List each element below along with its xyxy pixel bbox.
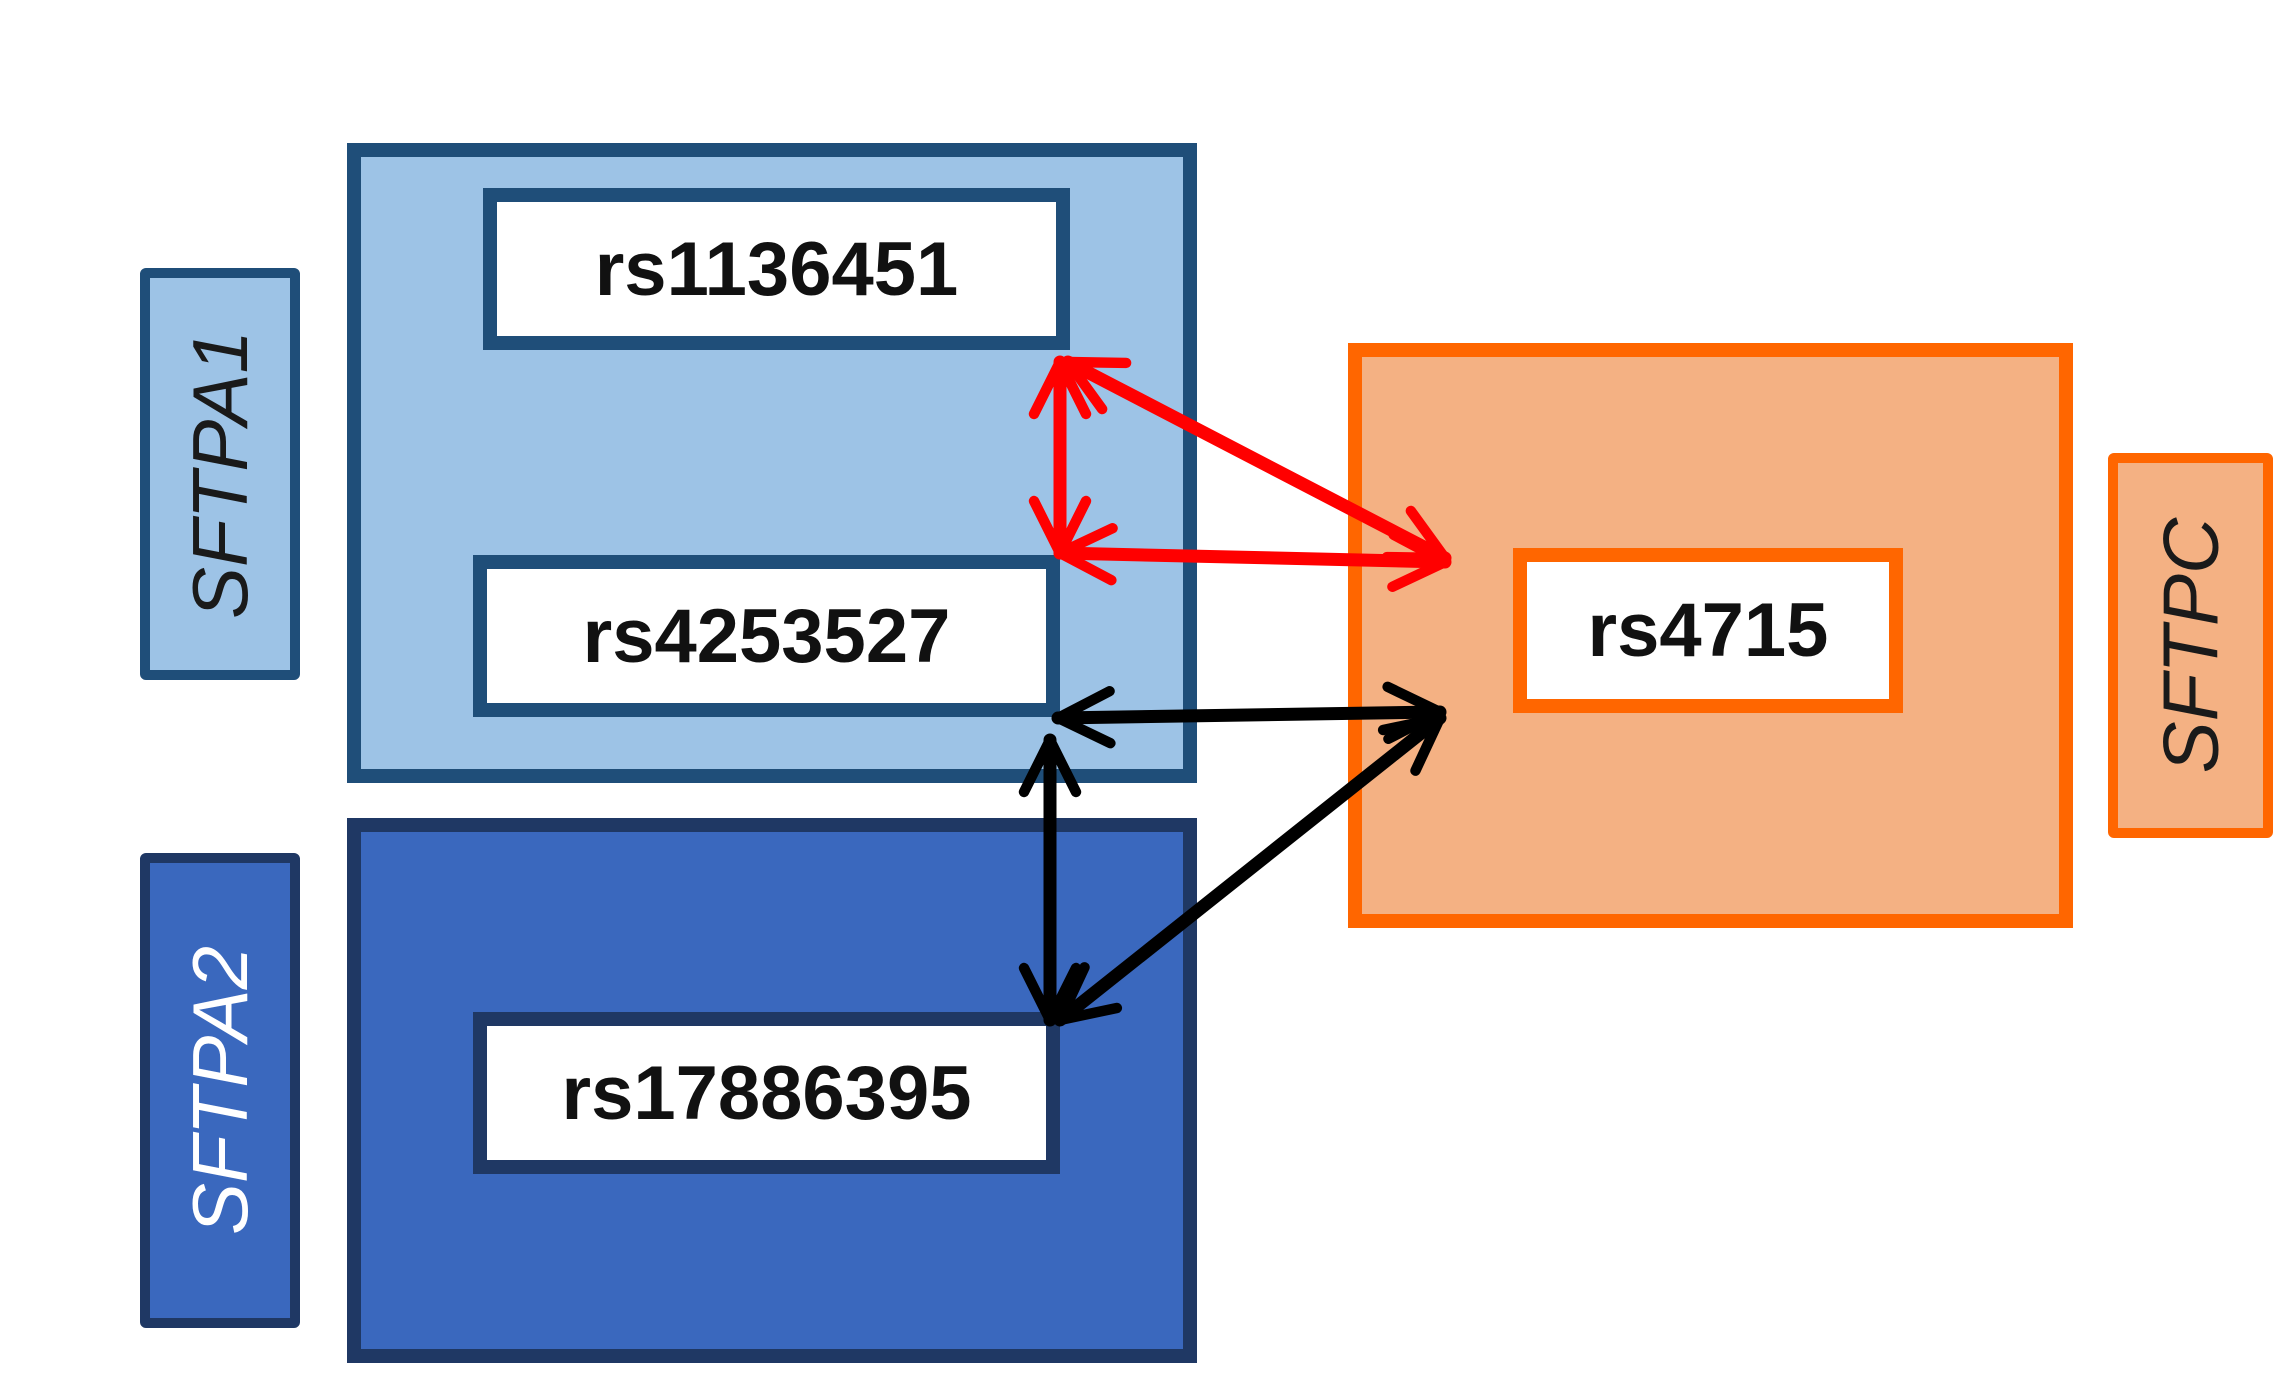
snp-rs4253527: rs4253527 — [473, 555, 1060, 717]
sftpa1-gene-label: SFTPA1 — [140, 268, 300, 680]
sftpa2-gene-label: SFTPA2 — [140, 853, 300, 1328]
sftpc-gene-label: SFTPC — [2108, 453, 2273, 838]
interaction-arrow-rs1136451-rs4715-red — [1061, 355, 1452, 565]
interaction-arrow-rs4253527-rs4715-black — [1051, 681, 1447, 749]
snp-rs1136451: rs1136451 — [483, 188, 1070, 350]
interaction-arrow-rs4253527-rs4715-red — [1053, 523, 1452, 592]
snp-rs4715: rs4715 — [1513, 548, 1903, 713]
snp-rs17886395: rs17886395 — [473, 1012, 1060, 1174]
interaction-arrow-rs17886395-rs4715-black — [1053, 711, 1447, 1027]
